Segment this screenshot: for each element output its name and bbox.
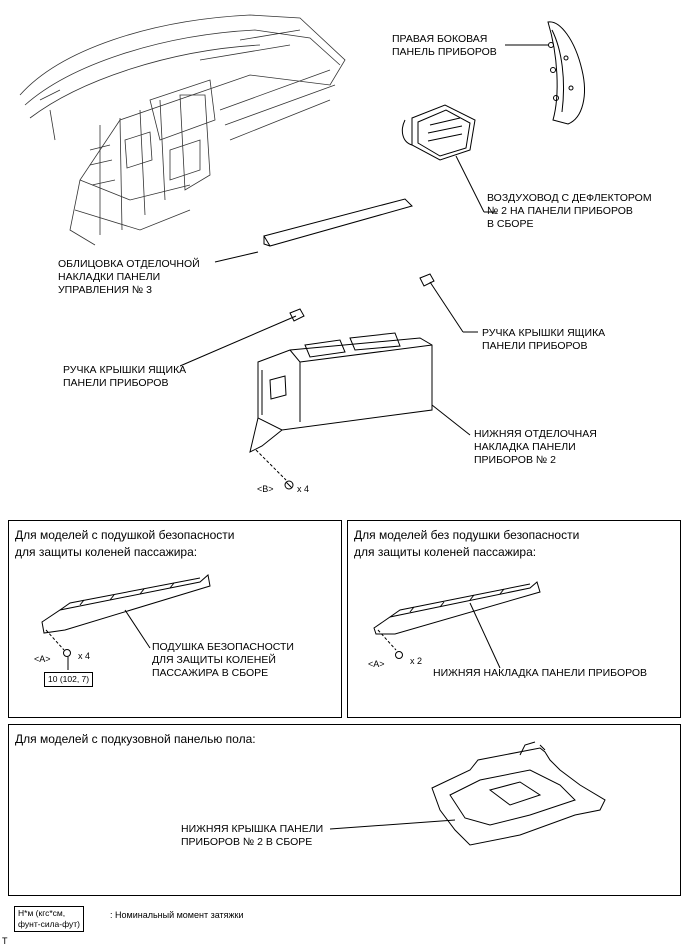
trim-cover-strip-part (214, 198, 413, 263)
instrument-panel-frame (19, 14, 346, 246)
air-duct-label: ВОЗДУХОВОД С ДЕФЛЕКТОРОМ № 2 НА ПАНЕЛИ П… (487, 192, 652, 230)
knee-airbag-label: ПОДУШКА БЕЗОПАСНОСТИ ДЛЯ ЗАЩИТЫ КОЛЕНЕЙ … (152, 641, 294, 679)
handle-right-part (419, 273, 478, 333)
under-cover-part (329, 741, 606, 846)
under-cover-box-title: Для моделей с подкузовной панелью пола: (15, 732, 256, 746)
handle-left-part (179, 308, 305, 367)
corner-mark: T (2, 936, 8, 946)
under-cover-label: НИЖНЯЯ КРЫШКА ПАНЕЛИ ПРИБОРОВ № 2 В СБОР… (181, 823, 324, 848)
knee-airbag-torque: 10 (102, 7) (44, 672, 94, 687)
knee-airbag-box-title: Для моделей с подушкой безопасности для … (15, 528, 235, 559)
no-airbag-count: x 2 (410, 656, 423, 666)
air-duct-deflector-part (401, 104, 497, 213)
bolt-b (284, 480, 294, 490)
knee-airbag-fastener: <A> (34, 654, 51, 664)
trim-cover-label: ОБЛИЦОВКА ОТДЕЛОЧНОЙ НАКЛАДКИ ПАНЕЛИ УПР… (58, 258, 200, 296)
lower-cover-part (373, 581, 541, 669)
knee-airbag-box: Для моделей с подушкой безопасности для … (8, 520, 342, 718)
no-airbag-box: Для моделей без подушки безопасности для… (347, 520, 681, 718)
handle-left-label: РУЧКА КРЫШКИ ЯЩИКА ПАНЕЛИ ПРИБОРОВ (63, 364, 187, 389)
right-side-panel-part (505, 21, 585, 125)
legend-torque-units: Н*м (кгс*см, фунт-сила-фут) (14, 906, 84, 932)
no-airbag-fastener: <A> (368, 659, 385, 669)
lower-finish-panel-label: НИЖНЯЯ ОТДЕЛОЧНАЯ НАКЛАДКА ПАНЕЛИ ПРИБОР… (474, 428, 597, 466)
no-airbag-box-title: Для моделей без подушки безопасности для… (354, 528, 580, 559)
fastener-b-label: <B> (257, 484, 274, 494)
lower-cover-label: НИЖНЯЯ НАКЛАДКА ПАНЕЛИ ПРИБОРОВ (433, 667, 648, 679)
legend-description: : Номинальный момент затяжки (110, 910, 244, 920)
right-side-panel-label: ПРАВАЯ БОКОВАЯ ПАНЕЛЬ ПРИБОРОВ (392, 33, 497, 58)
knee-airbag-count: x 4 (78, 651, 91, 661)
knee-airbag-part (41, 574, 211, 670)
fastener-b-count: x 4 (297, 484, 310, 494)
under-cover-box: Для моделей с подкузовной панелью пола: … (8, 724, 681, 896)
lower-finish-panel-part (249, 332, 471, 481)
handle-right-label: РУЧКА КРЫШКИ ЯЩИКА ПАНЕЛИ ПРИБОРОВ (482, 327, 606, 352)
